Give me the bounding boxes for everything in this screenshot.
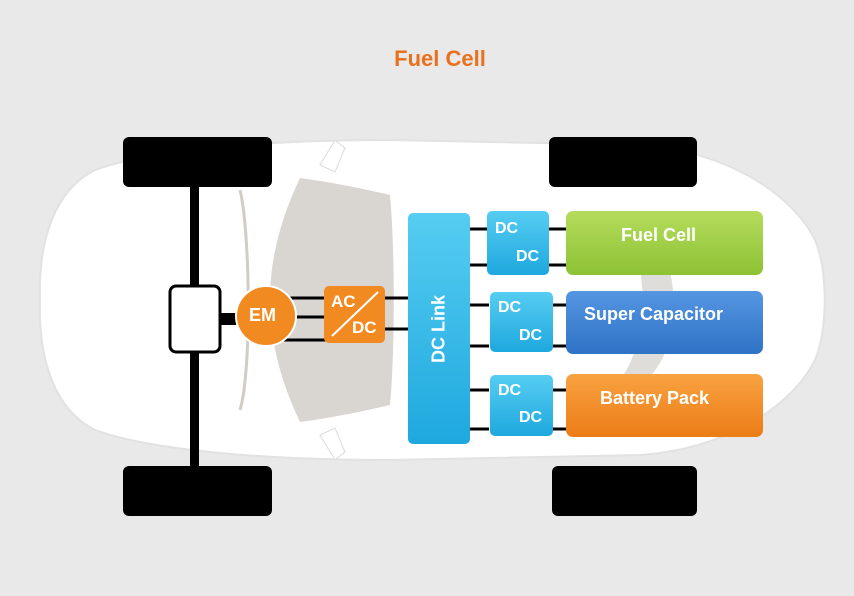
dcdc-converter-fuel-cell — [487, 211, 549, 275]
em-label: EM — [249, 305, 276, 325]
ac-dc-divider — [331, 291, 379, 337]
fuel-cell-label: Fuel Cell — [621, 225, 697, 245]
electric-motor — [235, 285, 297, 347]
source-super-capacitor — [566, 291, 763, 354]
dcdc-1-top-label: DC — [495, 220, 519, 237]
page-title: Fuel Cell — [394, 46, 486, 71]
dcdc-2-bottom-label: DC — [519, 327, 543, 344]
wheel-front-right — [123, 466, 272, 516]
ac-dc-bottom-label: DC — [352, 318, 377, 337]
dcdc-3-top-label: DC — [498, 382, 522, 399]
dcdc-3-bottom-label: DC — [519, 409, 543, 426]
dcdc-converter-super-capacitor — [490, 292, 553, 352]
dcdc-2-top-label: DC — [498, 299, 522, 316]
ac-label: AC — [331, 292, 356, 311]
source-battery-pack — [566, 374, 763, 437]
source-fuel-cell — [566, 211, 763, 275]
wheel-rear-right — [552, 466, 697, 516]
wheel-rear-left — [549, 137, 697, 187]
dc-link-bus — [408, 213, 470, 444]
wheel-front-left — [123, 137, 272, 187]
dc-link-label: DC Link — [428, 294, 449, 364]
dcdc-1-bottom-label: DC — [516, 248, 540, 265]
drive-shaft — [219, 313, 239, 325]
differential-box — [168, 284, 222, 354]
super-capacitor-label: Super Capacitor — [584, 304, 724, 324]
connector-lines — [284, 227, 567, 431]
dcdc-converter-battery — [490, 375, 553, 436]
battery-pack-label: Battery Pack — [600, 388, 710, 408]
